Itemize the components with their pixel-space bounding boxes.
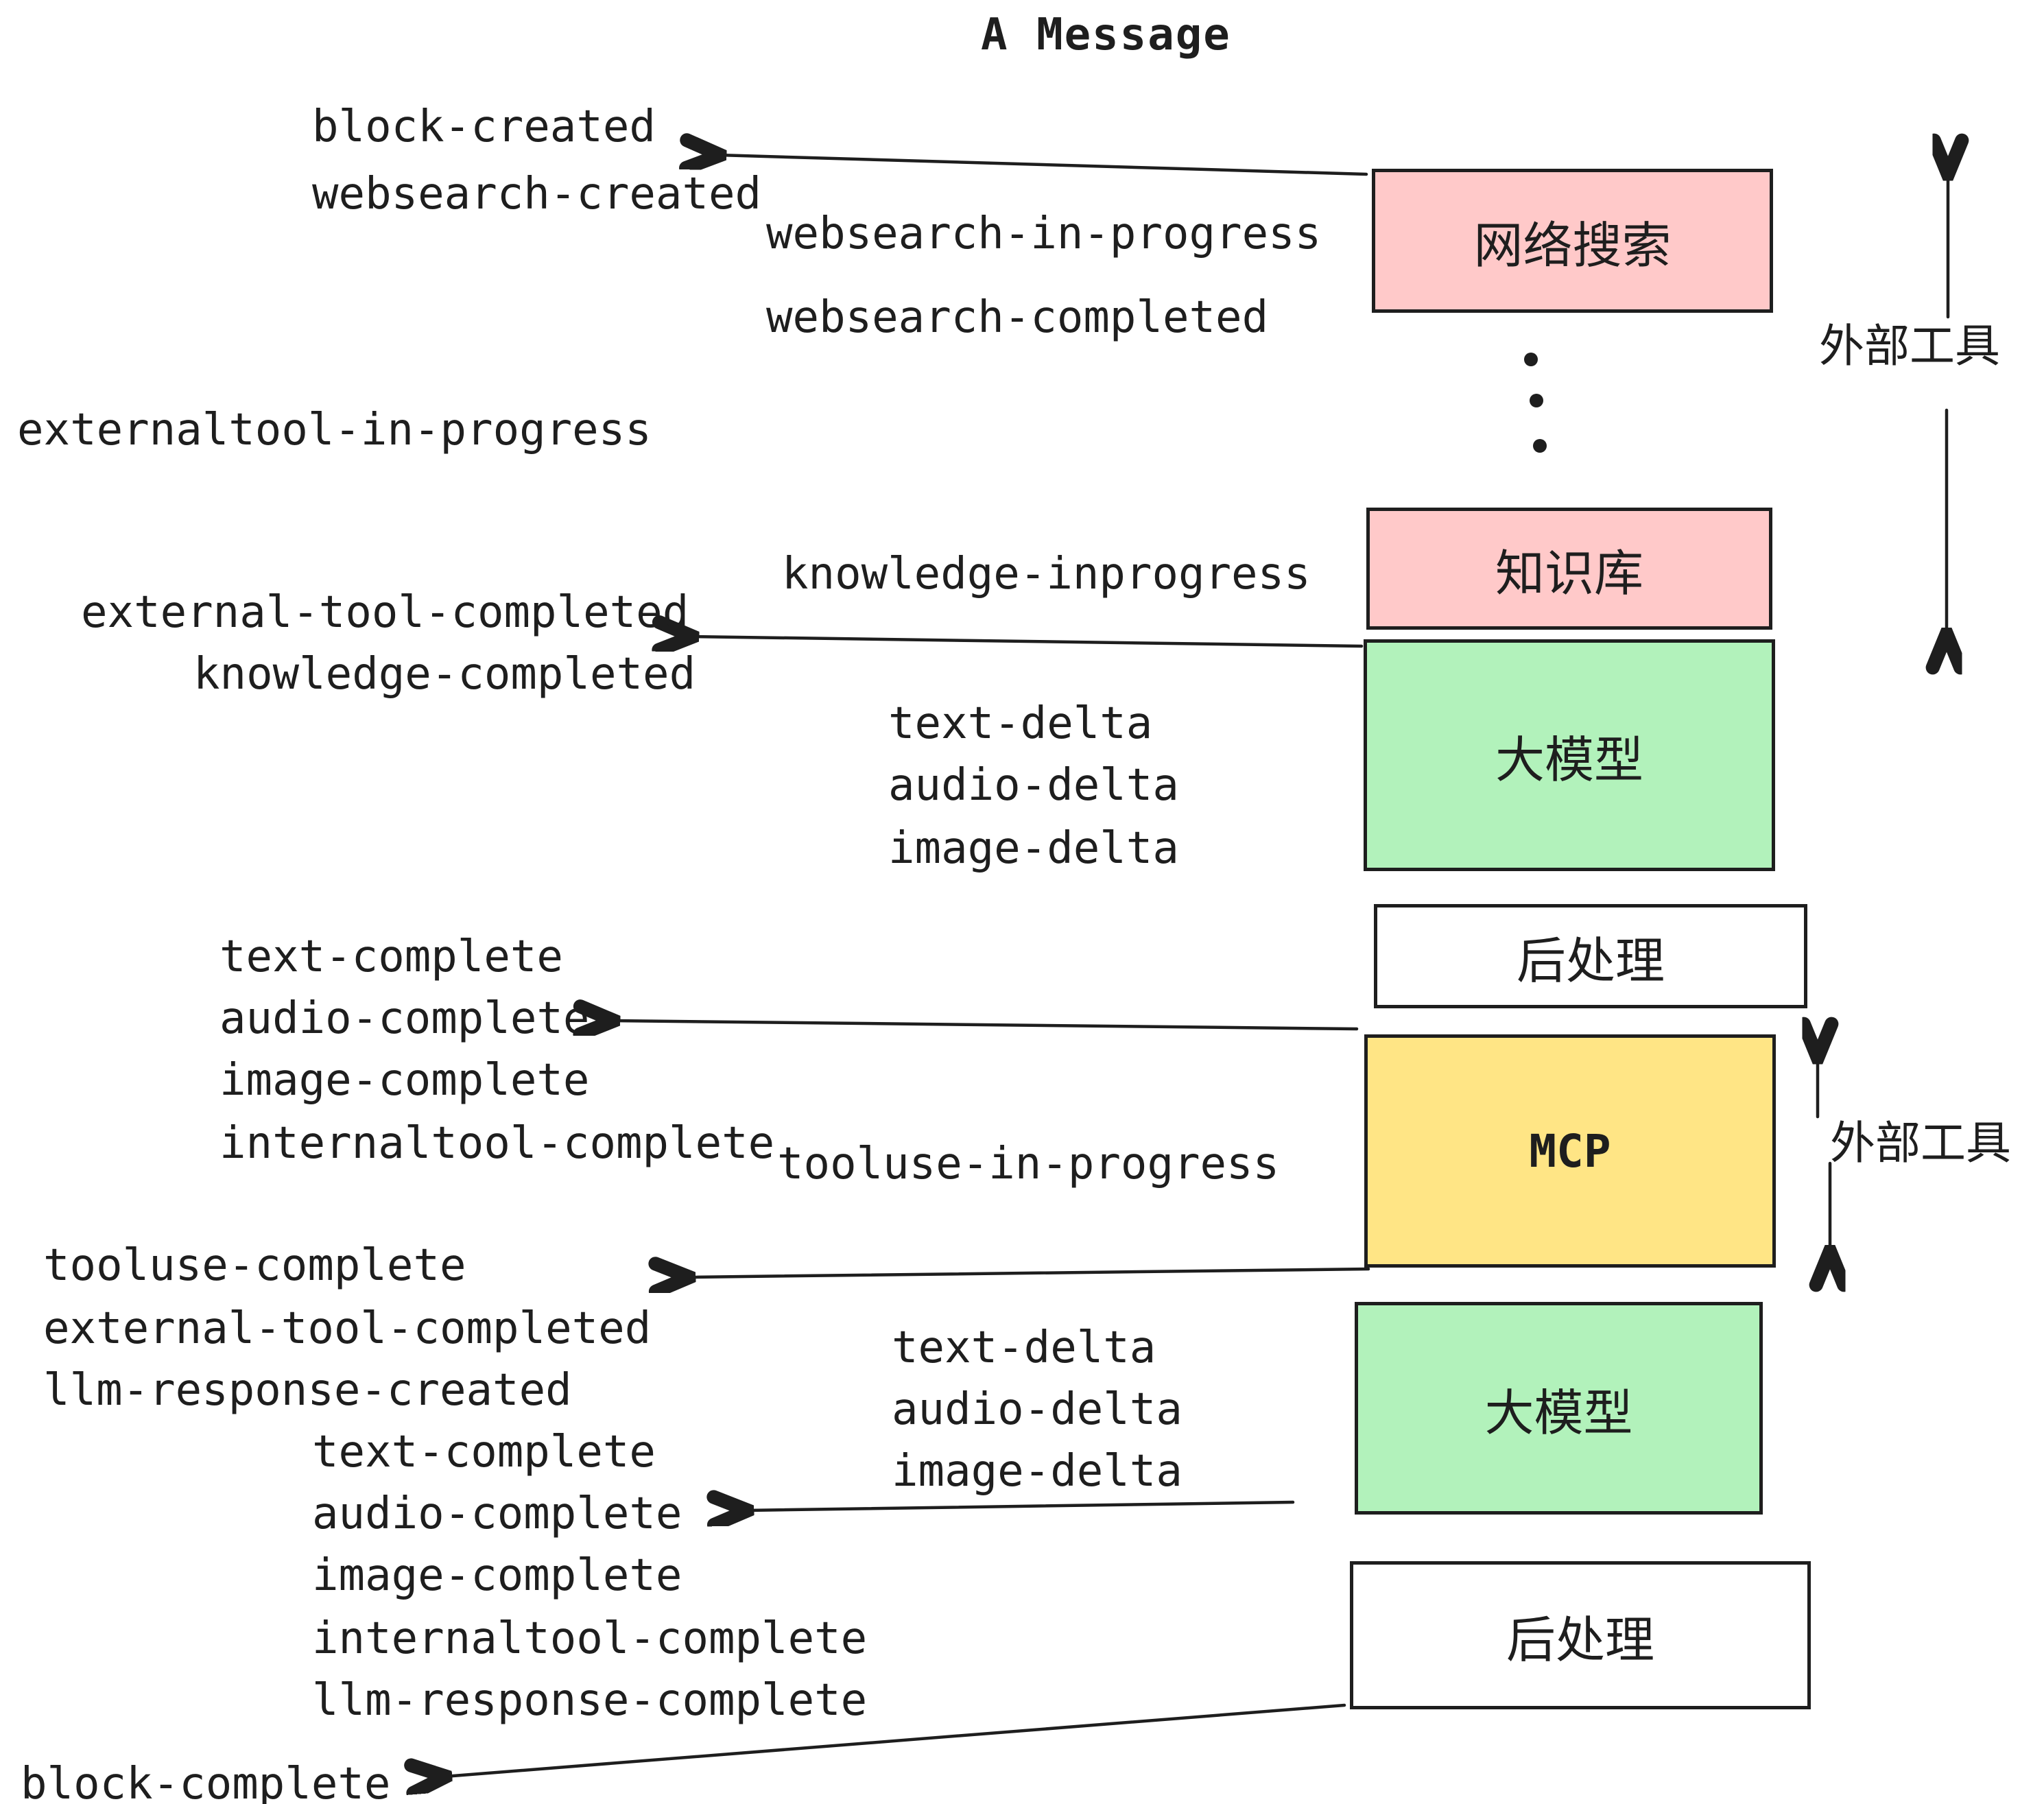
label-image-delta-2: image-delta [892, 1446, 1183, 1497]
box-mcp: MCP [1364, 1034, 1776, 1268]
label-text-complete-2: text-complete [312, 1427, 656, 1477]
arrow-to-image-complete [613, 1021, 1359, 1029]
box-llm-1: 大模型 [1364, 639, 1775, 871]
box-llm-1-label: 大模型 [1495, 731, 1643, 789]
box-mcp-label: MCP [1529, 1124, 1611, 1178]
label-image-complete-1: image-complete [219, 1055, 590, 1106]
label-audio-delta-1: audio-delta [888, 760, 1179, 811]
label-knowledge-inprogress: knowledge-inprogress [782, 549, 1311, 600]
label-internaltool-complete-2: internaltool-complete [312, 1613, 868, 1664]
label-websearch-in-progress: websearch-in-progress [766, 209, 1322, 259]
label-block-complete: block-complete [21, 1759, 391, 1804]
box-websearch: 网络搜索 [1372, 169, 1773, 313]
label-text-complete-1: text-complete [219, 931, 563, 982]
label-image-delta-1: image-delta [888, 823, 1179, 874]
box-websearch-label: 网络搜索 [1473, 216, 1672, 274]
box-llm-2: 大模型 [1355, 1302, 1763, 1515]
label-knowledge-completed: knowledge-completed [193, 649, 696, 700]
label-block-created: block-created [312, 102, 656, 152]
label-text-delta-2: text-delta [892, 1322, 1156, 1373]
label-websearch-completed: websearch-completed [766, 292, 1269, 343]
label-external-tool-completed-2: external-tool-completed [43, 1303, 652, 1354]
annotation-external-tools-middle: 外部工具 [1830, 1117, 2011, 1170]
label-llm-response-created: llm-response-created [43, 1365, 572, 1416]
box-postprocess-2-label: 后处理 [1506, 1611, 1654, 1669]
label-image-complete-2: image-complete [312, 1550, 682, 1601]
label-llm-response-complete: llm-response-complete [312, 1675, 868, 1726]
label-audio-delta-2: audio-delta [892, 1384, 1183, 1435]
label-externaltool-in-progress: externaltool-in-progress [17, 405, 652, 455]
ellipsis-dots-icon [1524, 353, 1547, 453]
annotation-external-tools-top: 外部工具 [1819, 320, 2000, 372]
arrow-to-knowledge-completed [691, 637, 1364, 646]
box-knowledge: 知识库 [1366, 508, 1772, 630]
label-audio-complete-2: audio-complete [312, 1488, 682, 1539]
label-tooluse-in-progress: tooluse-in-progress [777, 1139, 1280, 1189]
box-postprocess-1-label: 后处理 [1516, 931, 1665, 990]
label-text-delta-1: text-delta [888, 698, 1153, 749]
arrow-to-tooluse-complete [688, 1269, 1370, 1277]
label-websearch-created: websearch-created [312, 169, 762, 219]
label-audio-complete-1: audio-complete [219, 993, 590, 1044]
box-knowledge-label: 知识库 [1495, 544, 1643, 602]
arrow-to-audio-complete [746, 1502, 1295, 1510]
page-title: A Message [981, 10, 1231, 60]
arrow-to-block-created [719, 155, 1368, 176]
label-internaltool-complete-1: internaltool-complete [219, 1118, 775, 1169]
box-llm-2-label: 大模型 [1484, 1384, 1633, 1442]
box-postprocess-2: 后处理 [1350, 1561, 1811, 1709]
label-external-tool-completed: external-tool-completed [81, 587, 689, 638]
label-tooluse-complete: tooluse-complete [43, 1240, 466, 1291]
box-postprocess-1: 后处理 [1374, 904, 1807, 1008]
